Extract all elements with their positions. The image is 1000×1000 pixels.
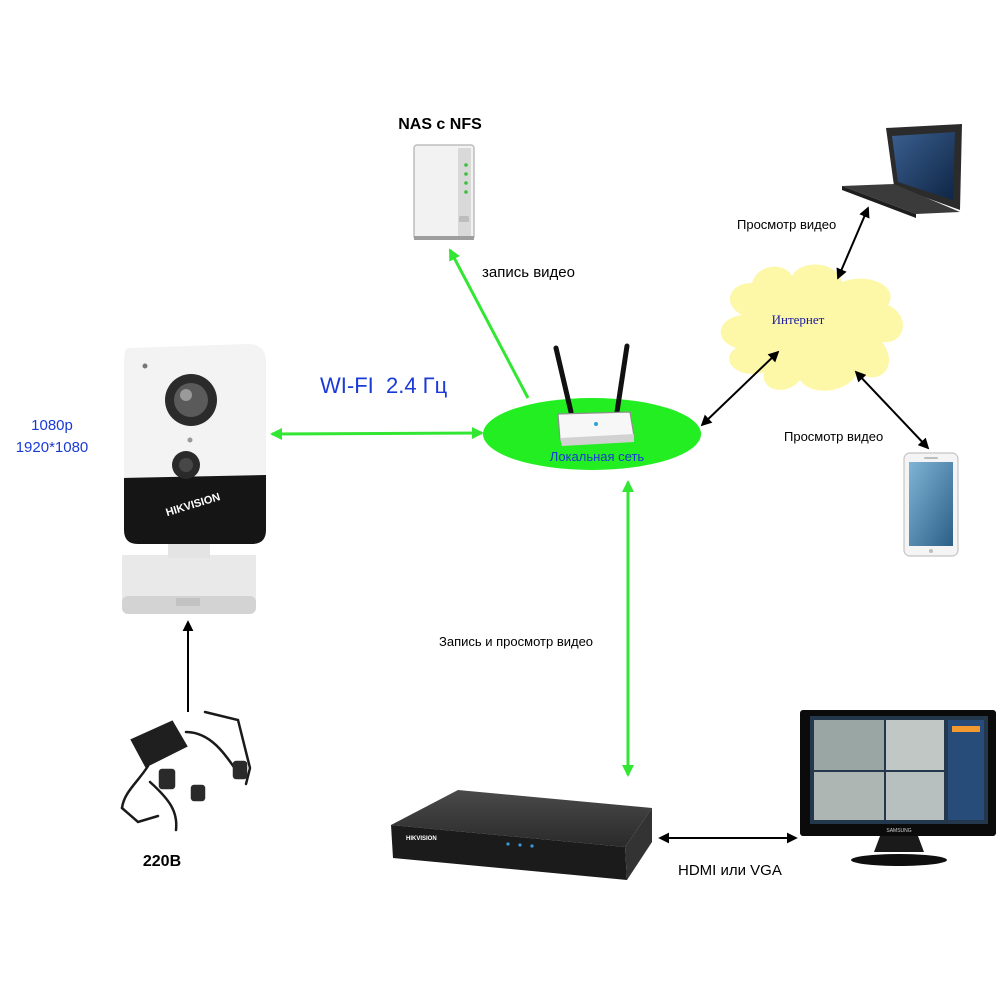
camera-device: HIKVISION bbox=[122, 344, 266, 614]
wifi-label: WI-FI 2.4 Гц bbox=[320, 373, 448, 398]
nvr-brand: HIKVISION bbox=[406, 836, 437, 842]
resolution-label-line2: 1920*1080 bbox=[16, 439, 89, 456]
internet-label: Интернет bbox=[772, 312, 825, 327]
power-adapter-device bbox=[120, 710, 252, 832]
internet-cloud bbox=[720, 264, 903, 391]
wifi-arrow bbox=[270, 427, 484, 440]
record-video-label: запись видео bbox=[482, 264, 575, 281]
nas-label: NAS с NFS bbox=[398, 116, 482, 133]
record-and-view-label: Запись и просмотр видео bbox=[439, 634, 593, 649]
monitor-device: SAMSUNG bbox=[800, 710, 996, 866]
resolution-label-line1: 1080p bbox=[31, 417, 73, 434]
laptop-view-label: Просмотр видео bbox=[737, 217, 836, 232]
lan-internet-arrow bbox=[700, 350, 780, 427]
phone-view-label: Просмотр видео bbox=[784, 429, 883, 444]
lan-label: Локальная сеть bbox=[550, 449, 645, 464]
nas-arrow bbox=[448, 248, 530, 399]
internet-phone-arrow bbox=[854, 370, 930, 450]
internet-laptop-arrow bbox=[836, 206, 870, 280]
laptop-device bbox=[842, 124, 962, 218]
router-device bbox=[553, 343, 635, 446]
nvr-device: HIKVISION bbox=[391, 790, 652, 880]
nas-device bbox=[413, 144, 475, 240]
smartphone-device bbox=[903, 452, 959, 557]
hdmi-vga-label: HDMI или VGA bbox=[678, 862, 782, 879]
power-label: 220В bbox=[143, 853, 181, 870]
monitor-brand: SAMSUNG bbox=[886, 828, 911, 834]
